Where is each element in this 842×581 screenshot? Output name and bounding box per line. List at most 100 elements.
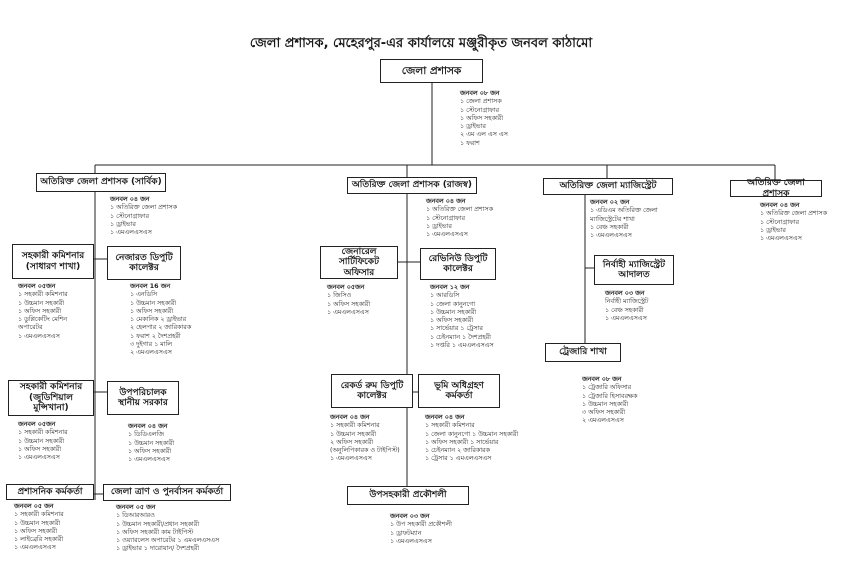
node-deputy-director-local-govt: উপপরিচালক স্থানীয় সরকার	[107, 381, 179, 415]
staff-item: ১ চেইনম্যান ১ দৈশপ্রহরী	[430, 333, 491, 341]
staff-item: ১ উচ্চমান সহকারী	[128, 439, 175, 447]
staff-item: (অনুলিপিকারক ও টাইপিস্ট)	[330, 447, 400, 455]
node-treasury-branch: ট্রেজারি শাখা	[545, 343, 621, 362]
staff-item: ১ সহকারী কমিশনার	[425, 422, 475, 430]
staff-list-executive-magistrate: জনবল ০৩ জন নির্বাহী ম্যাজিস্ট্রেট ১ বেঞ্…	[605, 290, 648, 323]
node-label: সহকারী কমিশনার (জুডিশিয়াল মুন্সিখানা)	[19, 382, 83, 414]
staff-item: ১ দপ্তরি ১ এমএলএসএস	[430, 342, 494, 350]
staff-item: ১ এমএলএসএস	[18, 332, 60, 340]
staff-item: ১ উচ্চমান সহকারী	[130, 299, 177, 307]
staff-total: জনবল ০৪ জন	[110, 196, 150, 203]
staff-item: ২ এম এল এস এস	[460, 131, 508, 139]
staff-item: ১ জেলা কানুনগো	[430, 300, 476, 308]
staff-list-land-acquisition: জনবল ০৪ জন ১ সহকারী কমিশনার ১ জেলা কানুন…	[425, 414, 518, 464]
node-label: অতিরিক্ত জেলা প্রশাসক (সার্বিক)	[40, 177, 162, 188]
staff-list-adc-general: জনবল ০৪ জন ১ অতিরিক্ত জেলা প্রশাসক ১ স্ট…	[110, 196, 177, 237]
staff-total: জনবল ০৪ জন	[760, 202, 800, 209]
staff-total: জনবল ০৫ জন	[116, 504, 156, 511]
staff-total: জনবল ০৪ জন	[330, 414, 370, 421]
node-label: অতিরিক্ত জেলা প্রশাসক (রাজস্ব)	[351, 180, 473, 191]
staff-item: ১ উচ্চমান সহকারী	[14, 519, 61, 527]
node-adc-other: অতিরিক্ত জেলা প্রশাসক	[730, 178, 822, 199]
staff-item: ১ অফিস সহকারী	[18, 445, 62, 453]
staff-item: ১ এমএলএসএস	[128, 456, 170, 464]
staff-item: ১ এডিএম অতিরিক্ত জেলা	[590, 207, 658, 215]
staff-item: ১ অফিস সহকারী কাম টাইপিস্ট	[116, 528, 194, 536]
node-adc-general: অতিরিক্ত জেলা প্রশাসক (সার্বিক)	[36, 173, 166, 192]
staff-item: ১ এমএলএসএস	[18, 454, 60, 462]
node-label: ভূমি অধিগ্রহণ কর্মকর্তা	[434, 380, 484, 401]
node-administrative-officer: প্রশাসনিক কর্মকর্তা	[6, 484, 94, 500]
staff-item: ১ উচ্চমান সহকারী	[430, 308, 477, 316]
node-district-commissioner: জেলা প্রশাসক	[380, 59, 483, 83]
node-label: জেলা প্রশাসক	[401, 64, 462, 77]
node-nezarat-deputy-collector: নেজারত ডিপুটি কালেক্টর	[107, 246, 181, 280]
staff-item: ১ উপ সহকারী প্রকৌশলী	[390, 521, 452, 529]
node-executive-magistrate-court: নির্বাহী ম্যাজিস্ট্রেট আদালত	[594, 255, 674, 285]
node-general-certificate-officer: জেনারেল সার্টিফিকেট অফিসার	[320, 246, 398, 279]
staff-list-nezarat: জনবল 16 জন ১ এনডিসি ১ উচ্চমান সহকারী ১ অ…	[130, 283, 191, 358]
staff-total: জনবল ০৫জন	[327, 284, 365, 291]
staff-item: ১ সহকারী কমিশনার	[18, 429, 68, 437]
staff-item: ১ বেঞ্চ সহকারী	[590, 223, 629, 231]
staff-item: ১ এমএলএসএস	[590, 232, 632, 240]
staff-item: ১ ডুপ্লিকেটিং মেশিন	[18, 316, 68, 324]
staff-list-adc-revenue: জনবল ০৪ জন ১ অতিরিক্ত জেলা প্রশাসক ১ স্ট…	[426, 198, 493, 239]
staff-list-general-certificate-officer: জনবল ০৫জন ১ জিসিও ১ অফিস সহকারী ১ এমএলএস…	[327, 284, 370, 317]
node-label: অতিরিক্ত জেলা প্রশাসক	[747, 178, 805, 199]
node-ac-judicial: সহকারী কমিশনার (জুডিশিয়াল মুন্সিখানা)	[8, 380, 94, 416]
staff-list-ac-judicial: জনবল ০৫জন ১ সহকারী কমিশনার ১ উচ্চমান সহক…	[18, 421, 68, 462]
staff-item: ১ জেলা প্রশাসক	[460, 98, 502, 106]
node-label: নেজারত ডিপুটি কালেক্টর	[115, 252, 173, 273]
staff-item: ১ অফিস সহকারী	[430, 317, 474, 325]
staff-item: ১ অফিস সহকারী	[128, 447, 172, 455]
staff-total: জনবল ০৩ জন	[605, 290, 645, 297]
staff-total: জনবল ০৪ জন	[128, 423, 168, 430]
staff-list-adc-other: জনবল ০৪ জন ১ অতিরিক্ত জেলা প্রশাসক ১ স্ট…	[760, 202, 827, 243]
staff-item: ১ উচ্চমান সহকারী/প্রধান সহকারী	[116, 520, 199, 528]
staff-total: জনবল ০৫ জন	[14, 503, 54, 510]
staff-item: ১ অতিরিক্ত জেলা প্রশাসক	[760, 210, 827, 218]
staff-item: ১ এমএলএসএস	[14, 544, 56, 552]
staff-list-relief: জনবল ০৫ জন ১ ডিআরআরও ১ উচ্চমান সহকারী/প্…	[116, 504, 219, 554]
staff-item: ১ ড্রাইভার	[460, 123, 486, 131]
node-label: জেলা ত্রাণ ও পুনর্বাসন কর্মকর্তা	[110, 487, 224, 498]
staff-item: ১ অফিস সহকারী	[327, 300, 371, 308]
staff-item: ১ স্টেনোগ্রাফার	[426, 214, 465, 222]
staff-list-record-room: জনবল ০৪ জন ১ সহকারী কমিশনার ১ উচ্চমান সহ…	[330, 414, 400, 464]
node-relief-rehabilitation-officer: জেলা ত্রাণ ও পুনর্বাসন কর্মকর্তা	[103, 484, 231, 501]
staff-item: ১ এমএলএসএস	[327, 308, 369, 316]
staff-item: ১ লাইব্রেরি সহকারী	[14, 536, 64, 544]
staff-item: ১ এমএলএসএস	[330, 455, 372, 463]
staff-list-deputy-director-local-govt: জনবল ০৪ জন ১ ডিডিএলজি ১ উচ্চমান সহকারী ১…	[128, 423, 174, 464]
staff-item: ১ ডিআরআরও	[116, 512, 155, 520]
staff-total: জনবল ০৮ জন	[582, 376, 622, 383]
staff-total: জনবল ০৩ জন	[390, 513, 430, 520]
node-label: ট্রেজারি শাখা	[559, 347, 607, 358]
node-label: উপপরিচালক স্থানীয় সরকার	[118, 387, 168, 408]
staff-list-revenue-deputy-collector: জনবল ১২ জন ১ আরডিসি ১ জেলা কানুনগো ১ উচ্…	[430, 284, 494, 350]
staff-item: ১ উচ্চমান সহকারী	[330, 430, 377, 438]
chart-title: জেলা প্রশাসক, মেহেরপুর-এর কার্যালয়ে মঞ্…	[249, 36, 593, 51]
staff-item: ১ জেলা কানুনগো ১ উচ্চমান সহকারী	[425, 430, 519, 438]
staff-item: ১ ড্রাইভার	[426, 222, 452, 230]
staff-item: ৩ অফিস সহকারী	[582, 409, 626, 417]
staff-item: ম্যাজিস্ট্রেটের শাখা	[590, 215, 635, 223]
staff-item: ১ ট্রেজারি অফিসার	[582, 384, 632, 392]
staff-item: ১ এমএলএসএস	[426, 231, 468, 239]
node-ac-general-branch: সহকারী কমিশনার (সাধারণ শাখা)	[12, 244, 94, 279]
node-revenue-deputy-collector: রেভিনিউ ডিপুটি কালেক্টর	[420, 248, 496, 280]
staff-item: ১ স্টেনোগ্রাফার	[110, 212, 149, 220]
staff-item: ১ এমএলএসএস	[390, 537, 432, 545]
node-label: প্রশাসনিক কর্মকর্তা	[17, 486, 83, 497]
staff-item: ১ সহকারী কমিশনার	[14, 511, 64, 519]
staff-item: ১ অফিস সহকারী	[130, 307, 174, 315]
staff-total: জনবল ০৪ জন	[426, 198, 466, 205]
staff-item: ১ উচ্চমান সহকারী	[582, 400, 629, 408]
staff-total: জনবল ১২ জন	[430, 284, 470, 291]
staff-item: ১ উচ্চমান সহকারী	[18, 437, 65, 445]
staff-item: ১ ফরাশ ২ দৈশপ্রহরী	[130, 332, 181, 340]
staff-list-treasury: জনবল ০৮ জন ১ ট্রেজারি অফিসার ১ ট্রেজারি …	[582, 376, 637, 426]
node-adc-revenue: অতিরিক্ত জেলা প্রশাসক (রাজস্ব)	[347, 177, 477, 194]
staff-item: ২ এমএলএসএস	[130, 349, 172, 357]
